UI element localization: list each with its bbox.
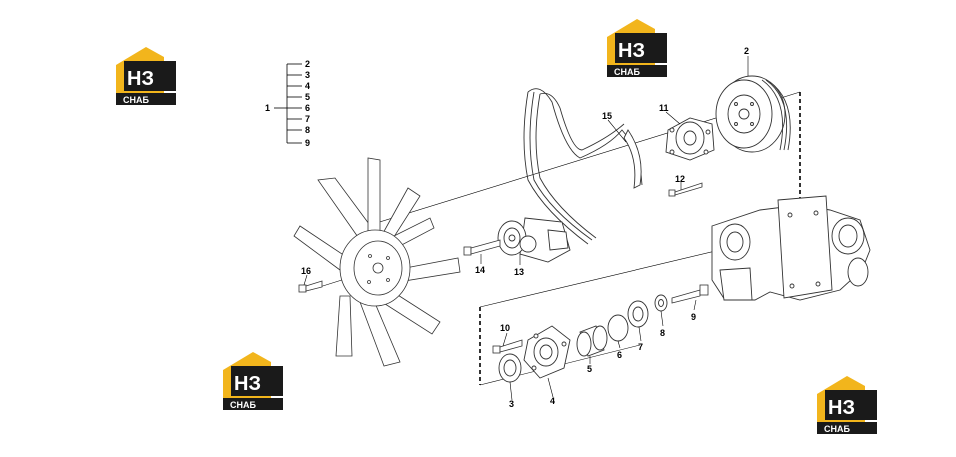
logo-top-center: НЗ СНАБ [607,19,667,77]
bearing-3 [498,353,522,383]
belt-tensioner [497,217,571,263]
callout-7: 7 [638,342,643,352]
callout-10: 10 [500,323,510,333]
bolt-9 [671,284,709,304]
bracket-item-label: 4 [305,81,310,91]
logo-small-text: СНАБ [614,67,640,77]
bolt-14 [463,239,501,256]
cooling-fan [293,157,461,367]
drive-belt [523,88,643,245]
callout-13: 13 [514,267,524,277]
bracket-item-label: 8 [305,125,310,135]
logo-small-text: СНАБ [123,95,149,105]
callout-11: 11 [659,103,669,113]
callout-4: 4 [550,396,555,406]
bracket-item-label: 6 [305,103,310,113]
callout-6: 6 [617,350,622,360]
logo-top-left: НЗ СНАБ [116,47,176,105]
callout-8: 8 [660,328,665,338]
bracket-item-label: 3 [305,70,310,80]
bracket-item-label: 9 [305,138,310,148]
hub-flange [665,117,715,161]
logo-big-text: НЗ [618,40,645,62]
callout-14: 14 [475,265,485,275]
hub-4 [523,325,571,379]
logo-big-text: НЗ [234,373,261,395]
callout-16: 16 [301,266,311,276]
logo-small-text: СНАБ [230,400,256,410]
logo-big-text: НЗ [127,68,154,90]
logo-bottom-right: НЗ СНАБ [817,376,877,434]
callout-2: 2 [744,46,749,56]
bracket-main-label: 1 [265,103,270,113]
sleeve-5 [576,325,608,357]
washer-8 [654,294,668,312]
callout-12: 12 [675,174,685,184]
bracket-item-label: 2 [305,59,310,69]
callout-leaders [303,56,749,401]
bolt-10 [492,339,523,354]
callout-9: 9 [691,312,696,322]
bearing-7 [627,300,649,328]
callout-3: 3 [509,399,514,409]
kit-bracket [274,63,302,144]
bracket-item-label: 5 [305,92,310,102]
bolt-12 [668,182,703,197]
callout-15: 15 [602,111,612,121]
logo-big-text: НЗ [828,397,855,419]
logo-small-text: СНАБ [824,424,850,434]
logo-bottom-left: НЗ СНАБ [223,352,283,410]
o-ring-6 [607,314,629,342]
bracket-item-label: 7 [305,114,310,124]
pulley [715,75,791,153]
bolt-16 [298,280,323,293]
water-pump-housing [711,195,871,301]
callout-5: 5 [587,364,592,374]
